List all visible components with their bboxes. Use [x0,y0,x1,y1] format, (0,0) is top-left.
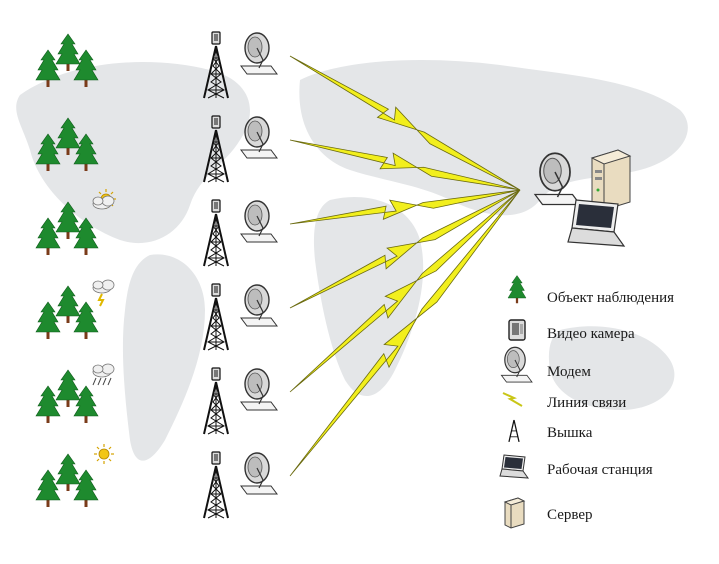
lightning-link-icon [502,392,523,407]
central-station [534,149,632,247]
tower-icon [203,283,229,351]
legend-item-tower: Вышка [508,419,593,442]
forest-icon [36,286,98,339]
modem-dish-icon [240,284,278,327]
observation-row [36,279,278,351]
modem-dish-icon [240,200,278,243]
storm-weather-icon [92,279,115,307]
legend-label-server: Сервер [547,507,593,523]
legend-label-tree: Объект наблюдения [547,290,674,306]
legend-item-workstation: Рабочая станция [499,454,653,479]
tower-icon [508,419,520,442]
modem-dish-icon [240,32,278,75]
legend-label-link: Линия связи [547,395,626,411]
laptop-icon [567,199,626,247]
forest-icon [36,370,98,423]
tree-icon [507,275,527,304]
laptop-icon [499,454,530,479]
modem-dish-icon [500,346,533,383]
legend-label-modem: Модем [547,364,591,380]
sun-weather-icon [93,443,115,465]
observation-row [36,363,278,435]
tower-icon [203,451,229,519]
legend-item-modem: Модем [500,346,591,383]
forest-icon [36,454,98,507]
rain-weather-icon [92,363,115,386]
legend-item-server: Сервер [503,497,593,529]
video-camera-icon [508,319,526,341]
observation-row [36,443,278,519]
legend-label-tower: Вышка [547,425,593,441]
observation-rows [36,31,278,519]
tower-icon [203,199,229,267]
tower-icon [203,367,229,435]
communication-links [289,55,521,477]
server-icon [590,149,632,211]
legend-item-tree: Объект наблюдения [507,275,674,306]
legend-label-camera: Видео камера [547,326,635,342]
modem-dish-icon [240,368,278,411]
lightning-link [289,189,521,477]
legend-label-workstation: Рабочая станция [547,462,653,478]
modem-dish-icon [240,452,278,495]
legend-item-camera: Видео камера [508,319,635,342]
server-icon [503,497,526,529]
legend-item-link: Линия связи [502,392,626,411]
legend: Объект наблюдения Видео камера Модем Лин… [499,275,674,529]
